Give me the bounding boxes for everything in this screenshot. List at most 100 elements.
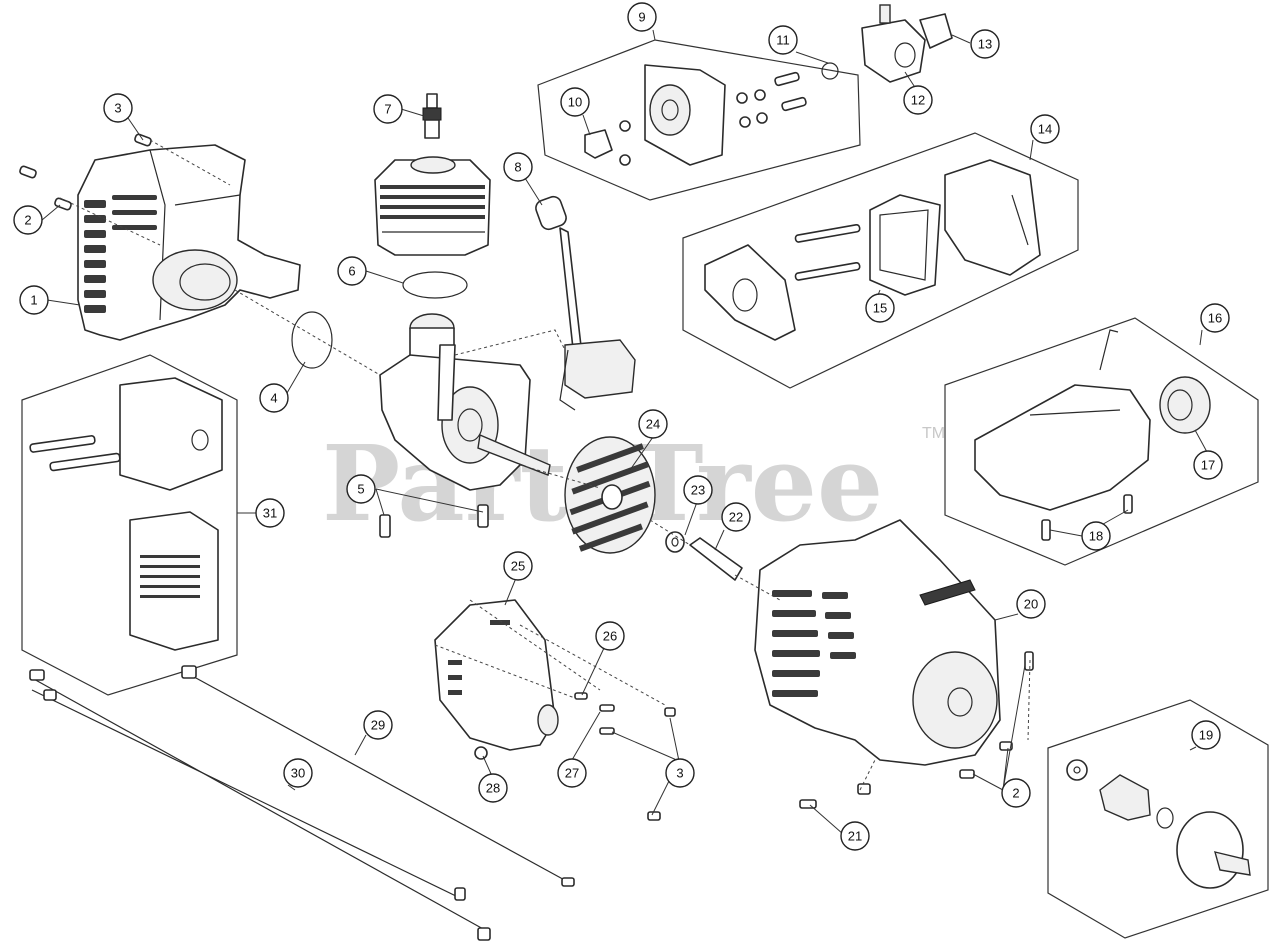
- part-air-filter-rods: [794, 223, 861, 281]
- callout-15: 15: [865, 293, 895, 323]
- callout-28: 28: [478, 773, 508, 803]
- callout-27: 27: [557, 758, 587, 788]
- part-flywheel: [564, 436, 656, 554]
- callout-22: 22: [721, 502, 751, 532]
- part-muffler-bolts: [29, 435, 121, 472]
- svg-text:21: 21: [848, 829, 862, 844]
- svg-text:2: 2: [1012, 786, 1019, 801]
- callout-31: 31: [255, 498, 285, 528]
- svg-text:19: 19: [1199, 728, 1213, 743]
- svg-text:18: 18: [1089, 529, 1103, 544]
- callout-25: 25: [503, 551, 533, 581]
- part-muffler-shield: [119, 377, 223, 491]
- part-stop-wire: [29, 669, 491, 941]
- part-fan-housing: [434, 599, 559, 751]
- part-tank-screws: [1041, 494, 1133, 541]
- svg-text:28: 28: [486, 781, 500, 796]
- svg-text:30: 30: [291, 766, 305, 781]
- part-shroud-screws: [19, 133, 152, 211]
- part-engine-shroud: [77, 144, 301, 341]
- part-spark-plug: [422, 93, 442, 139]
- svg-text:14: 14: [1038, 122, 1052, 137]
- svg-text:9: 9: [638, 10, 645, 25]
- callout-2-housing: 2: [1001, 778, 1031, 808]
- callout-24: 24: [638, 409, 668, 439]
- svg-text:11: 11: [776, 33, 790, 48]
- callout-10: 10: [560, 87, 590, 117]
- callout-3-fan: 3: [665, 758, 695, 788]
- part-carb-gasket: [584, 129, 613, 159]
- svg-text:1: 1: [30, 293, 37, 308]
- callout-12: 12: [903, 85, 933, 115]
- part-clutch: [1066, 759, 1251, 889]
- watermark-trademark: TM: [922, 425, 945, 442]
- svg-text:23: 23: [691, 483, 705, 498]
- svg-text:10: 10: [568, 95, 582, 110]
- assembly-lines: [59, 139, 1031, 791]
- callout-30: 30: [283, 758, 313, 788]
- svg-text:12: 12: [911, 93, 925, 108]
- callout-29: 29: [363, 710, 393, 740]
- svg-text:4: 4: [270, 391, 277, 406]
- svg-text:17: 17: [1201, 458, 1215, 473]
- callout-20: 20: [1016, 589, 1046, 619]
- callout-21: 21: [840, 821, 870, 851]
- callout-18: 18: [1081, 521, 1111, 551]
- callout-8: 8: [503, 152, 533, 182]
- panel-clutch-assembly: [1047, 699, 1269, 939]
- svg-text:15: 15: [873, 301, 887, 316]
- svg-text:8: 8: [514, 160, 521, 175]
- svg-text:5: 5: [357, 482, 364, 497]
- part-o-ring: [291, 311, 333, 369]
- callout-5: 5: [346, 474, 376, 504]
- svg-text:20: 20: [1024, 597, 1038, 612]
- part-cylinder: [374, 156, 491, 256]
- callout-19: 19: [1191, 720, 1221, 750]
- callout-4: 4: [259, 383, 289, 413]
- part-cylinder-gasket: [402, 271, 468, 299]
- callout-7: 7: [373, 94, 403, 124]
- callout-26: 26: [595, 621, 625, 651]
- part-air-filter-base: [704, 244, 796, 341]
- part-ignition-coil: [535, 195, 636, 411]
- callout-16: 16: [1200, 303, 1230, 333]
- callout-9: 9: [627, 2, 657, 32]
- svg-text:27: 27: [565, 766, 579, 781]
- svg-text:6: 6: [348, 264, 355, 279]
- part-carburetor: [861, 4, 926, 83]
- callout-2-shroud: 2: [13, 205, 43, 235]
- part-starter-housing: [754, 519, 1001, 766]
- part-air-filter-element: [869, 194, 941, 296]
- part-misc-screws: [474, 651, 1034, 821]
- svg-text:25: 25: [511, 559, 525, 574]
- part-washer: [665, 531, 685, 553]
- svg-text:22: 22: [729, 510, 743, 525]
- part-drive-sleeve: [689, 537, 743, 581]
- part-carb-screws: [619, 71, 807, 166]
- svg-text:3: 3: [676, 766, 683, 781]
- part-fuel-tank: [974, 329, 1151, 511]
- callout-23: 23: [683, 475, 713, 505]
- part-crankcase: [379, 313, 551, 491]
- svg-text:24: 24: [646, 417, 660, 432]
- svg-text:7: 7: [384, 102, 391, 117]
- part-air-filter-cover: [944, 159, 1041, 276]
- part-carburetor-spacer: [644, 64, 726, 166]
- callout-11: 11: [768, 25, 798, 55]
- callout-1: 1: [19, 285, 49, 315]
- svg-text:2: 2: [24, 213, 31, 228]
- callout-14: 14: [1030, 114, 1060, 144]
- part-carb-ring: [821, 62, 839, 80]
- part-throttle-cable: [181, 665, 575, 887]
- svg-text:3: 3: [114, 101, 121, 116]
- svg-text:13: 13: [978, 37, 992, 52]
- callout-3-shroud: 3: [103, 93, 133, 123]
- part-carb-gasket-outer: [919, 13, 953, 49]
- svg-text:16: 16: [1208, 311, 1222, 326]
- part-fuel-cap: [1159, 376, 1211, 434]
- callout-17: 17: [1193, 450, 1223, 480]
- callout-6: 6: [337, 256, 367, 286]
- part-muffler: [129, 511, 219, 651]
- part-crankcase-bolts: [379, 504, 489, 538]
